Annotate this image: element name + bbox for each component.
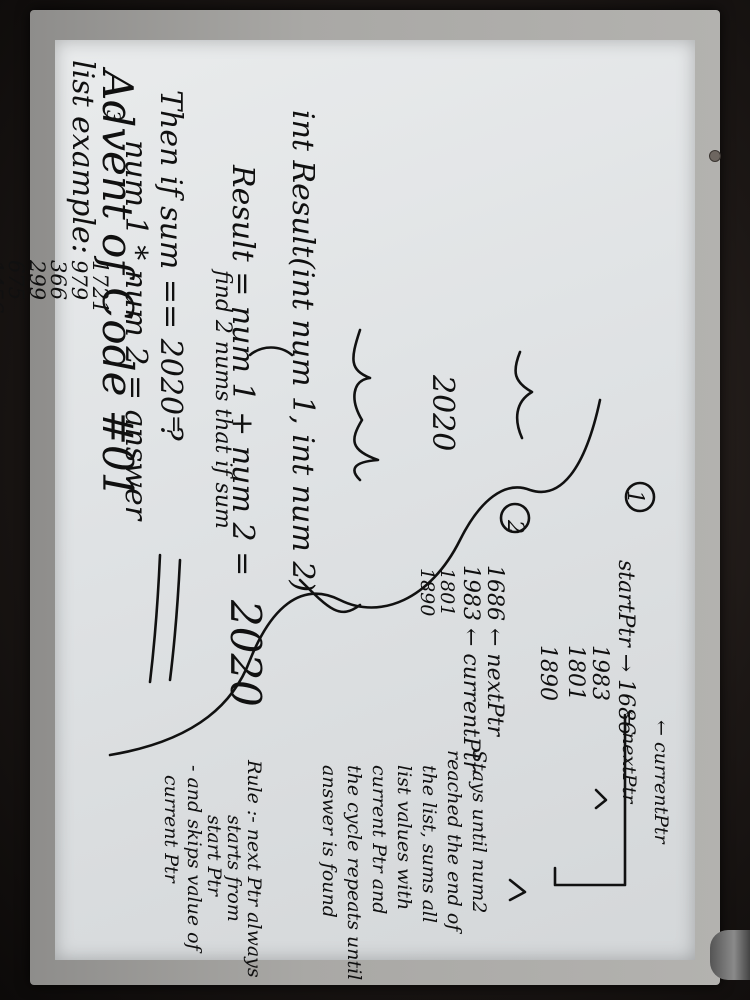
whiteboard-surface	[55, 40, 695, 960]
then-line: Then if sum == 2020 ?	[153, 90, 188, 441]
stop-note-line: the cycle repeats until	[343, 765, 365, 981]
result-underline-2	[148, 553, 162, 684]
note-brace	[514, 350, 534, 440]
stop-note-line: list values with	[393, 765, 415, 911]
stop-note-line: the list, sums all	[418, 765, 440, 924]
list-values: 1721 979 366 299 675 1456	[0, 260, 112, 314]
frame-screw	[709, 150, 721, 162]
step2-row2: 1983 ← currentPtr	[458, 565, 483, 772]
function-signature: int Result(int num 1, int num 2)	[285, 110, 320, 593]
step1-next-label: ← nextPtr	[618, 710, 640, 804]
step1-value: 1983	[587, 645, 612, 701]
step1-current-label: ← currentPtr	[650, 720, 672, 844]
stop-note-line: reached the end of	[443, 750, 465, 932]
list-value: 1721	[88, 260, 112, 314]
step2-value: 1890	[416, 568, 438, 617]
whiteboard-notes: Advent of Code #01 list example: 1721 97…	[0, 20, 710, 981]
step2-row1: 1686 ← nextPtr	[482, 565, 507, 737]
rule-note-line: - and skips value of	[183, 765, 205, 951]
list-label: list example:	[65, 60, 100, 254]
list-value: 299	[25, 260, 49, 301]
step2-marker: 2	[502, 520, 527, 534]
target-value: 2020	[425, 375, 460, 452]
marker-tray	[710, 930, 750, 980]
next-arrow-head	[594, 788, 608, 810]
divider-curve	[108, 398, 602, 757]
result-underline-1	[168, 558, 182, 682]
answer-marker: 3	[102, 110, 124, 123]
rule-note-line: starts from	[223, 815, 245, 922]
step1-value: 1890	[535, 645, 560, 701]
step1-circle	[624, 481, 656, 513]
result-value: 2020	[221, 600, 270, 707]
list-value: 1456	[0, 260, 7, 314]
step1-marker: 1	[622, 490, 647, 504]
stop-note-line: current Ptr and	[368, 765, 390, 915]
paren-close	[298, 578, 362, 614]
result-line: Result = num 1 + num 2 =	[225, 165, 260, 577]
cycle-arrow	[553, 713, 627, 887]
rule-note-line: Rule :- next Ptr always	[243, 760, 265, 978]
step1-value: 1801	[563, 645, 588, 701]
cycle-arrow-head-1	[508, 878, 527, 902]
rule-note-line: current Ptr	[160, 775, 182, 883]
stop-note-line: Stays until num2	[468, 750, 490, 914]
list-value: 675	[4, 260, 28, 301]
step2-value: 1801	[436, 568, 458, 617]
list-brace	[352, 328, 380, 482]
stop-note-line: answer is found	[318, 765, 340, 918]
list-value: 366	[46, 260, 70, 301]
list-value: 979	[67, 260, 91, 301]
rule-note-line: start Ptr	[203, 815, 225, 896]
paren-open	[248, 346, 294, 357]
answer-line: num 1 * num 2 = answer	[118, 140, 153, 521]
step1-start-label: startPtr → 1686	[613, 560, 638, 736]
step2-circle	[499, 502, 531, 534]
